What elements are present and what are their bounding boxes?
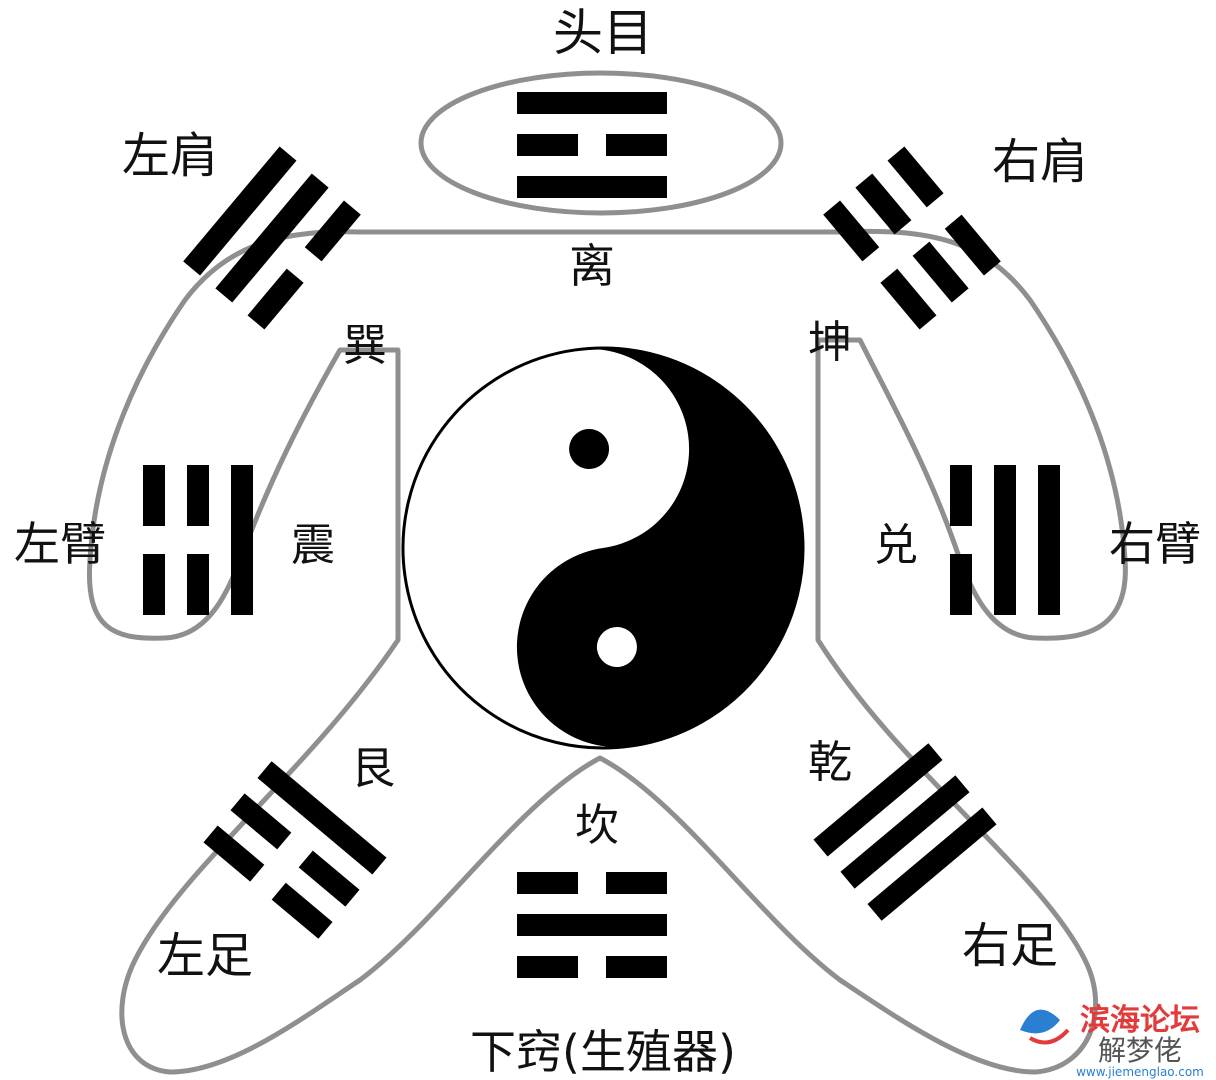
watermark-title: 滨海论坛	[1080, 1003, 1200, 1038]
trigram-gen	[203, 761, 387, 939]
trigram-xun-line-3-broken-2	[304, 200, 361, 262]
trigram-gen-line-2-broken-1	[230, 793, 292, 850]
trigram-kan-line-3-broken-1	[517, 956, 578, 978]
trigram-kun-line-3-broken-1	[823, 200, 880, 262]
label-left-foot: 左足	[157, 928, 253, 984]
label-left-arm: 左臂	[14, 517, 106, 571]
label-kun: 坤	[808, 317, 852, 368]
trigram-xun-line-3-broken-1	[247, 268, 304, 330]
yin-dot	[569, 428, 610, 469]
label-li: 离	[569, 239, 615, 293]
labels: 头目 离 左肩 右肩 巽 坤 左臂 震 兑 右臂 艮 乾 坎 左足 右足 下窍(…	[14, 4, 1201, 1079]
trigram-dui	[950, 465, 1060, 615]
trigram-zhen	[143, 465, 253, 615]
label-dui: 兑	[874, 520, 918, 571]
trigram-li-line-3-solid	[517, 176, 667, 198]
trigram-xun-line-2-solid	[215, 173, 329, 303]
trigram-gen-line-3-broken-1	[203, 825, 265, 882]
label-right-arm: 右臂	[1109, 517, 1201, 571]
trigram-kun-line-1-broken-1	[887, 146, 944, 208]
trigram-dui-line-2-solid	[994, 465, 1016, 615]
trigram-dui-line-1-broken-1	[950, 554, 972, 615]
trigram-zhen-line-2-broken-1	[187, 554, 209, 615]
trigram-gen-line-2-broken-2	[298, 850, 360, 907]
trigram-kun-line-1-broken-2	[944, 214, 1001, 276]
label-left-shoulder: 左肩	[122, 128, 218, 184]
trigram-kan	[517, 872, 667, 978]
trigram-kan-line-3-broken-2	[606, 956, 667, 978]
trigram-kun-line-2-broken-2	[912, 241, 969, 303]
trigram-xun	[183, 146, 361, 330]
trigram-qian-line-2-solid	[840, 775, 970, 889]
label-xun: 巽	[343, 320, 387, 371]
trigram-kun-line-3-broken-2	[880, 268, 937, 330]
upper-body-outline	[86, 228, 1128, 1075]
head-outline	[418, 70, 784, 216]
trigram-kun	[823, 146, 1001, 330]
label-right-shoulder: 右肩	[992, 134, 1088, 190]
label-right-foot: 右足	[962, 918, 1058, 974]
body-outline	[86, 70, 1128, 1075]
trigram-qian	[813, 743, 997, 921]
trigram-li-line-2-broken-1	[517, 134, 578, 156]
watermark-url: www.jiemenglao.com	[1076, 1065, 1204, 1079]
label-groin: 下窍(生殖器)	[470, 1025, 736, 1079]
yang-dot	[596, 627, 637, 668]
trigram-xun-line-1-solid	[183, 146, 297, 276]
trigram-li	[517, 92, 667, 198]
trigram-gen-line-3-broken-2	[271, 882, 333, 939]
trigram-kan-line-2-solid	[517, 914, 667, 936]
watermark-logo-icon	[1020, 1009, 1070, 1045]
trigram-kan-line-1-broken-2	[606, 872, 667, 894]
trigram-zhen-line-1-broken-2	[143, 465, 165, 526]
label-kan: 坎	[575, 800, 619, 851]
yin-yang-icon	[401, 346, 805, 750]
trigram-dui-line-1-broken-2	[950, 465, 972, 526]
trigram-qian-line-1-solid	[813, 743, 943, 857]
trigram-zhen-line-3-solid	[231, 465, 253, 615]
trigram-li-line-1-solid	[517, 92, 667, 114]
label-qian: 乾	[808, 737, 852, 788]
trigram-kan-line-1-broken-1	[517, 872, 578, 894]
watermark-overlay: 解梦佬	[1098, 1034, 1182, 1067]
trigram-zhen-line-2-broken-2	[187, 465, 209, 526]
label-zhen: 震	[291, 520, 335, 571]
trigram-li-line-2-broken-2	[606, 134, 667, 156]
trigram-qian-line-3-solid	[867, 807, 997, 921]
watermark: 滨海论坛 解梦佬 www.jiemenglao.com	[1020, 1003, 1204, 1079]
label-head: 头目	[553, 4, 653, 62]
trigram-kun-line-2-broken-1	[855, 173, 912, 235]
trigram-gen-line-1-solid	[257, 761, 387, 875]
label-gen: 艮	[351, 743, 395, 794]
trigram-zhen-line-1-broken-1	[143, 554, 165, 615]
trigram-dui-line-3-solid	[1038, 465, 1060, 615]
